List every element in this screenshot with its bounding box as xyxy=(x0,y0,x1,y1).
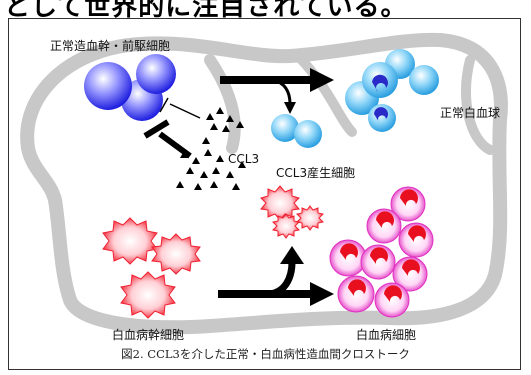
leukemia-arrow xyxy=(218,246,334,306)
normal-stem-cells xyxy=(84,54,176,121)
label-leukemia-stem: 白血病幹細胞 xyxy=(112,326,184,343)
label-ccl3: CCL3 xyxy=(228,152,259,166)
label-ccl3-producing: CCL3産生細胞 xyxy=(276,164,355,181)
figure-caption: 図2. CCL3を介した正常・白血病性造血間クロストーク xyxy=(0,346,531,362)
ccl3-producing-cells xyxy=(261,186,323,238)
normal-wbc-cluster xyxy=(345,49,439,132)
leukemia-stem-cells xyxy=(103,218,200,318)
leukemia-cells xyxy=(330,187,433,317)
label-normal-wbc: 正常白血球 xyxy=(440,104,500,121)
label-normal-stem: 正常造血幹・前駆細胞 xyxy=(50,37,170,54)
label-leukemia-cell: 白血病細胞 xyxy=(356,326,416,343)
ccl3-target-cells xyxy=(271,114,322,148)
